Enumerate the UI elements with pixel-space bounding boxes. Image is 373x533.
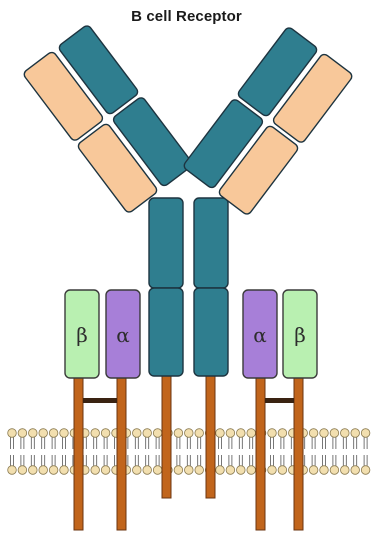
lipid-head bbox=[351, 429, 360, 438]
lipid-head bbox=[39, 466, 48, 475]
lipid-head bbox=[216, 466, 225, 475]
heavy-left-stalk bbox=[162, 376, 171, 498]
beta-right-label: β bbox=[294, 323, 306, 347]
lipid-head bbox=[133, 429, 142, 438]
lipid-head bbox=[101, 429, 110, 438]
lipid-head bbox=[39, 429, 48, 438]
lipid-head bbox=[278, 466, 287, 475]
right-disulfide-bond bbox=[265, 398, 294, 403]
lipid-head bbox=[174, 466, 183, 475]
lipid-head bbox=[91, 429, 100, 438]
lipid-head bbox=[216, 429, 225, 438]
lipid-head bbox=[8, 429, 17, 438]
lipid-head bbox=[143, 466, 152, 475]
lipid-head bbox=[309, 429, 318, 438]
alpha-left-label: α bbox=[116, 323, 130, 347]
alpha-right-label: α bbox=[253, 323, 267, 347]
lipid-head bbox=[185, 429, 194, 438]
ig-alpha-beta bbox=[65, 290, 317, 378]
heavy-chain-stem bbox=[149, 198, 228, 376]
left-fab-arm bbox=[22, 24, 193, 214]
lipid-head bbox=[18, 466, 27, 475]
lipid-head bbox=[91, 466, 100, 475]
lipid-head bbox=[49, 429, 58, 438]
lipid-head bbox=[60, 466, 69, 475]
lipid-head bbox=[237, 466, 246, 475]
lipid-head bbox=[174, 429, 183, 438]
lipid-head bbox=[133, 466, 142, 475]
lipid-head bbox=[330, 429, 339, 438]
heavy-left-constant-lower bbox=[149, 288, 183, 376]
lipid-head bbox=[143, 429, 152, 438]
lipid-head bbox=[226, 429, 235, 438]
lipid-head bbox=[101, 466, 110, 475]
lipid-head bbox=[153, 466, 162, 475]
lipid-head bbox=[29, 466, 38, 475]
lipid-head bbox=[247, 429, 256, 438]
lipid-head bbox=[268, 466, 277, 475]
lipid-head bbox=[278, 429, 287, 438]
beta-left-label: β bbox=[76, 323, 88, 347]
lipid-head bbox=[247, 466, 256, 475]
lipid-head bbox=[226, 466, 235, 475]
lipid-head bbox=[341, 429, 350, 438]
lipid-bilayer bbox=[8, 429, 370, 475]
lipid-head bbox=[320, 466, 329, 475]
right-fab-arm bbox=[182, 26, 353, 216]
lipid-head bbox=[60, 429, 69, 438]
heavy-right-stalk bbox=[206, 376, 215, 498]
lipid-head bbox=[361, 429, 370, 438]
heavy-left-constant-upper bbox=[149, 198, 183, 288]
lipid-head bbox=[351, 466, 360, 475]
beta-right-stalk bbox=[294, 378, 303, 530]
heavy-right-constant-upper bbox=[194, 198, 228, 288]
lipid-head bbox=[49, 466, 58, 475]
left-disulfide-bond bbox=[83, 398, 117, 403]
lipid-head bbox=[18, 429, 27, 438]
heavy-right-constant-lower bbox=[194, 288, 228, 376]
lipid-head bbox=[361, 466, 370, 475]
lipid-head bbox=[29, 429, 38, 438]
lipid-head bbox=[309, 466, 318, 475]
lipid-head bbox=[341, 466, 350, 475]
lipid-head bbox=[153, 429, 162, 438]
lipid-head bbox=[330, 466, 339, 475]
lipid-head bbox=[8, 466, 17, 475]
lipid-head bbox=[320, 429, 329, 438]
lipid-head bbox=[195, 429, 204, 438]
lipid-head bbox=[268, 429, 277, 438]
lipid-head bbox=[185, 466, 194, 475]
lipid-head bbox=[195, 466, 204, 475]
alpha-right-stalk bbox=[256, 378, 265, 530]
alpha-left-stalk bbox=[117, 378, 126, 530]
beta-left-stalk bbox=[74, 378, 83, 530]
lipid-head bbox=[237, 429, 246, 438]
